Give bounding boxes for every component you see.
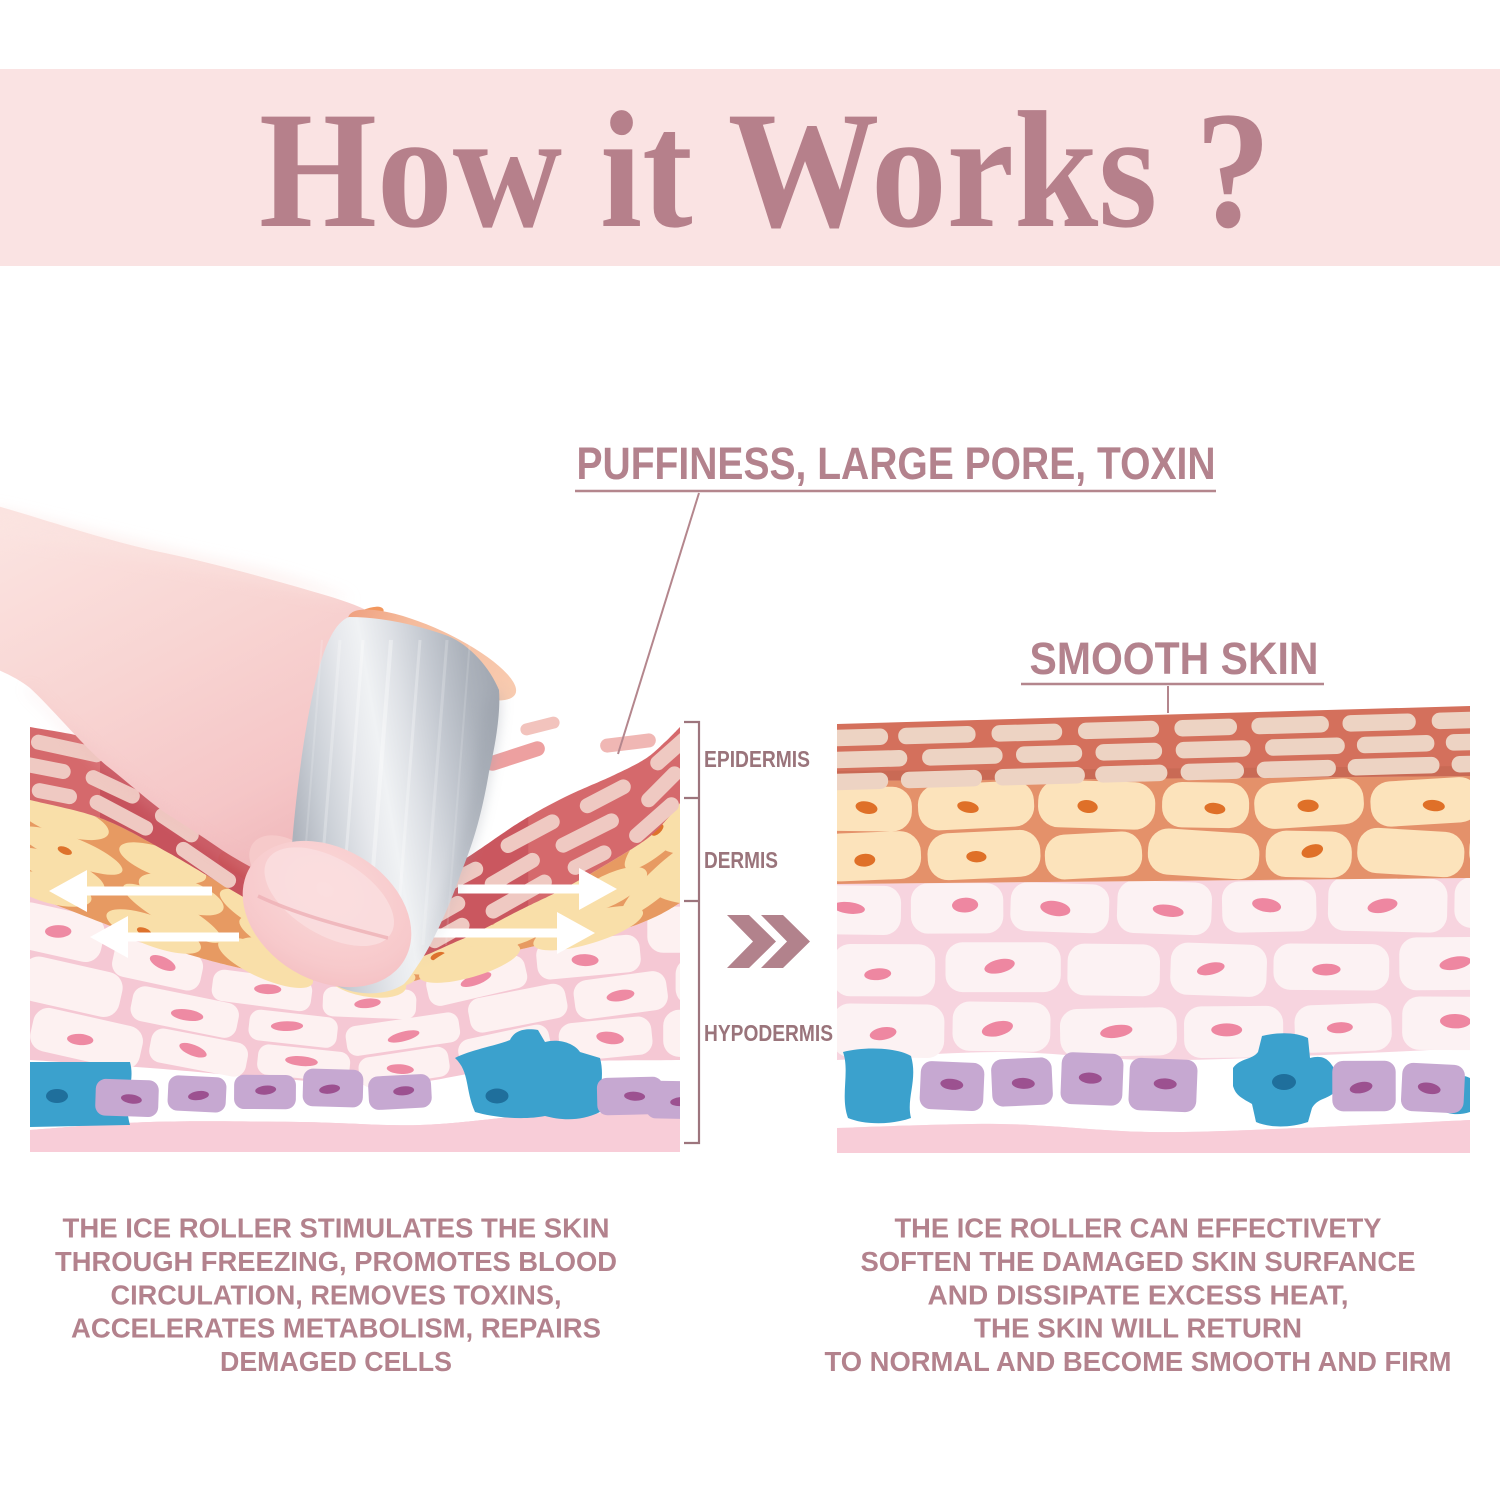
svg-text:THE ICE ROLLER CAN EFFECTIVETY: THE ICE ROLLER CAN EFFECTIVETY <box>895 1213 1382 1244</box>
svg-text:ACCELERATES METABOLISM, REPAIR: ACCELERATES METABOLISM, REPAIRS <box>71 1313 601 1344</box>
svg-text:THROUGH FREEZING, PROMOTES BLO: THROUGH FREEZING, PROMOTES BLOOD <box>55 1246 617 1277</box>
svg-text:HYPODERMIS: HYPODERMIS <box>704 1020 833 1046</box>
svg-text:PUFFINESS, LARGE PORE, TOXIN: PUFFINESS, LARGE PORE, TOXIN <box>577 438 1216 489</box>
svg-text:TO NORMAL AND BECOME SMOOTH AN: TO NORMAL AND BECOME SMOOTH AND FIRM <box>825 1346 1452 1377</box>
svg-text:CIRCULATION, REMOVES TOXINS,: CIRCULATION, REMOVES TOXINS, <box>111 1279 562 1310</box>
svg-text:EPIDERMIS: EPIDERMIS <box>704 746 810 772</box>
svg-text:THE SKIN WILL RETURN: THE SKIN WILL RETURN <box>974 1313 1302 1344</box>
svg-text:How it Works ?: How it Works ? <box>259 78 1271 263</box>
svg-text:DEMAGED CELLS: DEMAGED CELLS <box>220 1346 452 1377</box>
svg-text:AND DISSIPATE EXCESS HEAT,: AND DISSIPATE EXCESS HEAT, <box>928 1279 1349 1310</box>
svg-text:THE ICE ROLLER STIMULATES THE: THE ICE ROLLER STIMULATES THE SKIN <box>63 1213 610 1244</box>
svg-text:DERMIS: DERMIS <box>704 847 778 873</box>
svg-text:SOFTEN THE DAMAGED SKIN SURFAN: SOFTEN THE DAMAGED SKIN SURFANCE <box>861 1246 1416 1277</box>
svg-text:SMOOTH SKIN: SMOOTH SKIN <box>1030 633 1319 684</box>
